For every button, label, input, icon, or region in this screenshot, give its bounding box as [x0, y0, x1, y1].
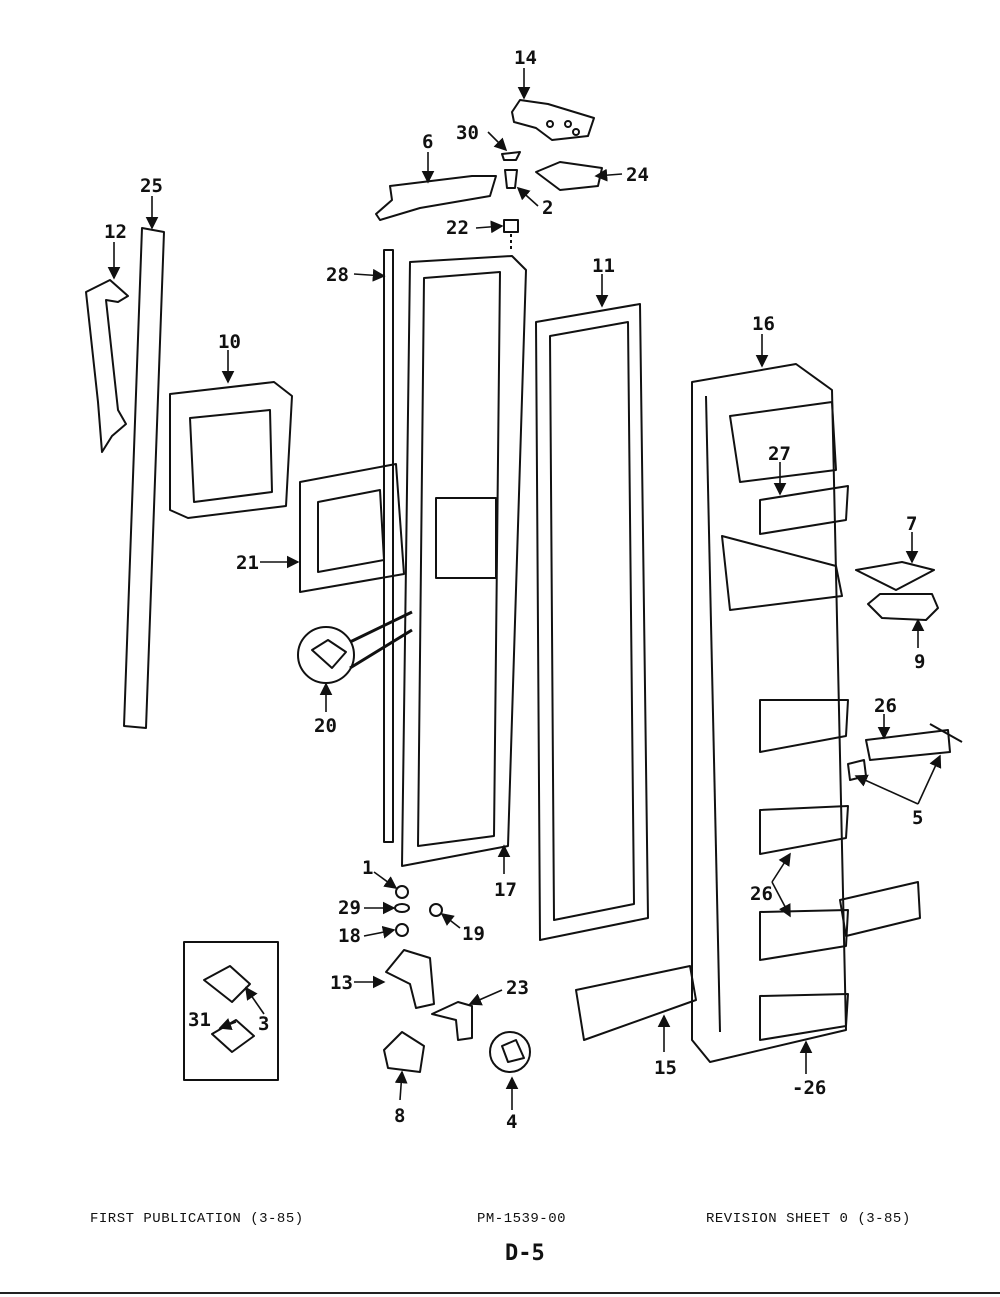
page-number: D-5	[505, 1241, 545, 1266]
callout-5: 5	[912, 807, 923, 829]
callout-28: 28	[326, 264, 349, 286]
callout-12: 12	[104, 221, 127, 243]
part-door-gasket	[535, 303, 649, 941]
callout-15: 15	[654, 1057, 677, 1079]
callout-18: 18	[338, 925, 361, 947]
part-nut	[503, 219, 519, 233]
callout-7: 7	[906, 513, 917, 535]
part-screw	[395, 885, 409, 899]
callout-26-top: 26	[874, 695, 897, 717]
part-bracket	[431, 1001, 473, 1041]
callout-11: 11	[592, 255, 615, 277]
part-gasket-strip	[383, 249, 394, 843]
callout-29: 29	[338, 897, 361, 919]
part-lower-panel	[575, 965, 697, 1041]
part-shim-plate	[535, 161, 603, 191]
first-publication-note: FIRST PUBLICATION (3-85)	[90, 1211, 304, 1227]
part-kit-box	[183, 941, 279, 1081]
part-washer	[501, 151, 521, 161]
part-bushing	[504, 169, 518, 189]
callout-25: 25	[140, 175, 163, 197]
part-trim-strip	[123, 227, 165, 729]
callout-24: 24	[626, 164, 649, 186]
part-dispenser-frame	[169, 381, 293, 519]
part-pin	[395, 923, 409, 937]
part-spacer	[394, 903, 410, 913]
callout-16: 16	[752, 313, 775, 335]
callout-27: 27	[768, 443, 791, 465]
callout-19: 19	[462, 923, 485, 945]
callout-22: 22	[446, 217, 469, 239]
callout-17: 17	[494, 879, 517, 901]
callout-1: 1	[362, 857, 373, 879]
part-cam	[489, 1031, 531, 1073]
part-handle	[85, 279, 129, 453]
document-number: PM-1539-00	[477, 1211, 567, 1227]
part-dispenser-gasket	[299, 463, 405, 593]
part-shelf-bar	[865, 729, 951, 761]
part-bearing	[429, 903, 443, 917]
part-door-liner	[691, 363, 847, 1063]
revision-note: REVISION SHEET 0 (3-85)	[706, 1211, 911, 1227]
callout-23: 23	[506, 977, 529, 999]
part-dispenser-cup	[855, 561, 935, 591]
part-dispenser-lever	[867, 593, 939, 621]
part-hinge-cover	[383, 1031, 425, 1073]
callout-26-mid: 26	[750, 883, 773, 905]
part-handle-cap	[375, 175, 497, 221]
callout-30: 30	[456, 122, 479, 144]
callout-3: 3	[258, 1013, 269, 1035]
callout-9: 9	[914, 651, 925, 673]
part-bottom-hinge	[385, 949, 435, 1009]
callout-10: 10	[218, 331, 241, 353]
callout-31: 31	[188, 1009, 211, 1031]
part-door-panel	[401, 255, 527, 867]
callout-21: 21	[236, 552, 259, 574]
callout-4: 4	[506, 1111, 517, 1133]
callout-26-bottom: -26	[792, 1077, 826, 1099]
callout-20: 20	[314, 715, 337, 737]
callout-6: 6	[422, 131, 433, 153]
callout-8: 8	[394, 1105, 405, 1127]
bottom-rule	[0, 1292, 1000, 1294]
callout-2: 2	[542, 197, 553, 219]
callout-14: 14	[514, 47, 537, 69]
callout-13: 13	[330, 972, 353, 994]
part-top-hinge	[511, 99, 595, 141]
